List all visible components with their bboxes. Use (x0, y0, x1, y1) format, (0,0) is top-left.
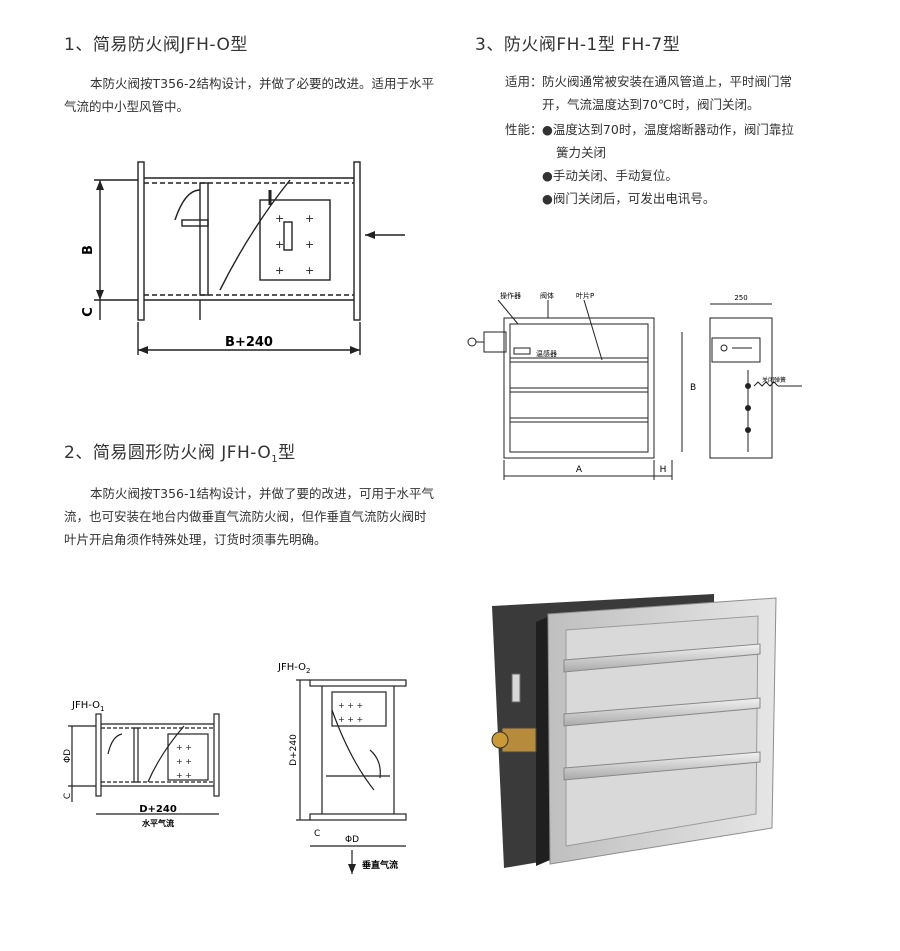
section2-body: 本防火阀按T356-1结构设计，并做了要的改进，可用于水平气流，也可安装在地台内… (64, 486, 434, 547)
svg-text:+: + (275, 212, 284, 225)
section1-title: 1、简易防火阀JFH-O型 (64, 35, 248, 55)
svg-text:+ +: + + (176, 757, 192, 766)
dim-b-label: B (81, 245, 96, 255)
dim-b-label: B (690, 383, 696, 393)
fig1-name: JFH-O (71, 700, 100, 711)
fig1-c-label: C (63, 793, 73, 799)
section3-title: 3、防火阀FH-1型 FH-7型 (475, 35, 681, 55)
svg-text:+: + (305, 238, 314, 251)
jfh-o1-drawing: JFH-O1 + + + + + + ΦD C D+240 水平气流 (63, 700, 220, 828)
usage-label: 适用： (505, 74, 543, 89)
svg-text:+ + +: + + + (338, 715, 363, 724)
fire-damper-photo (491, 594, 777, 868)
dim-a-label: A (576, 465, 583, 475)
fig2-name: JFH-O (277, 662, 306, 673)
jfh-o2-drawing: JFH-O2 + + + + + + D+240 C ΦD 垂直气流 (277, 662, 407, 874)
svg-text:+: + (305, 264, 314, 277)
fig1-d-label: ΦD (63, 749, 73, 763)
label-spring: 关闭弹簧 (762, 376, 786, 384)
fig2-caption: 垂直气流 (362, 859, 398, 871)
label-actuator: 操作器 (500, 291, 521, 300)
usage-line-2: 开，气流温度达到70℃时，阀门关闭。 (542, 97, 760, 112)
fig2-c-label: C (314, 829, 320, 839)
section1-body: 本防火阀按T356-2结构设计，并做了必要的改进。适用于水平气流的中小型风管中。 (64, 76, 434, 114)
perf-bullet: ●手动关闭、手动复位。 (542, 168, 678, 183)
dim-width-label: B+240 (225, 335, 273, 350)
svg-text:+: + (275, 238, 284, 251)
fig2-d-label: ΦD (345, 835, 359, 845)
perf-bullet: ●温度达到70时，温度熔断器动作，阀门靠拉 (542, 122, 794, 137)
fig1-width-label: D+240 (139, 804, 177, 815)
label-blade: 叶片P (576, 291, 594, 300)
svg-text:+: + (305, 212, 314, 225)
jfh-o-drawing: + + + + + + B C B+240 (81, 161, 405, 355)
fig2-height-label: D+240 (289, 734, 299, 766)
svg-text:+ +: + + (176, 771, 192, 780)
perf-label: 性能： (505, 122, 543, 137)
fh-drawing: 操作器 阀体 叶片P 温感器 A H B 250 关闭弹簧 (467, 291, 802, 480)
section2-title: 2、简易圆形防火阀 JFH-O1型 (64, 443, 296, 465)
svg-text:+: + (275, 264, 284, 277)
svg-text:+ + +: + + + (338, 701, 363, 710)
label-body: 阀体 (540, 291, 554, 300)
usage-line-1: 防火阀通常被安装在通风管道上，平时阀门常 (542, 74, 793, 89)
svg-text:JFH-O2: JFH-O2 (277, 662, 310, 675)
dim-250-label: 250 (734, 294, 747, 302)
svg-text:JFH-O1: JFH-O1 (71, 700, 104, 713)
perf-bullet-cont: 簧力关闭 (556, 145, 607, 160)
dim-c-label: C (81, 307, 96, 317)
perf-bullet: ●阀门关闭后，可发出电讯号。 (542, 191, 716, 206)
dim-h-label: H (660, 465, 667, 475)
svg-text:+ +: + + (176, 743, 192, 752)
fig1-caption: 水平气流 (141, 818, 174, 828)
label-sensor: 温感器 (536, 349, 557, 358)
